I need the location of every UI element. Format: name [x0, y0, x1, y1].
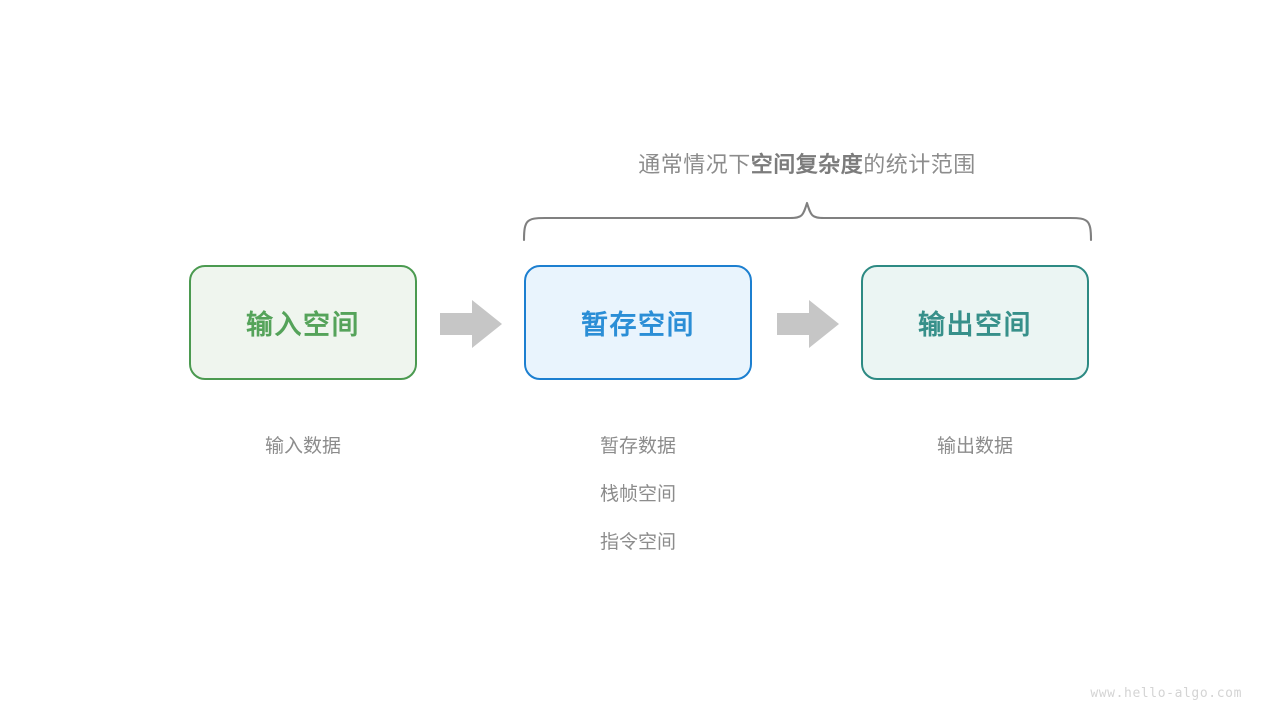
- arrow-right-icon: [777, 300, 839, 348]
- watermark: www.hello-algo.com: [1090, 686, 1242, 701]
- caption-line: 输出数据: [936, 436, 1013, 457]
- scope-title-lead: 通常情况下: [638, 152, 751, 177]
- caption-line: 输入数据: [264, 436, 341, 457]
- caption-input: 输入数据: [189, 423, 417, 471]
- scope-title-emphasis: 空间复杂度: [750, 152, 864, 177]
- caption-line: 栈帧空间: [599, 484, 676, 505]
- scope-title-tail: 的统计范围: [863, 152, 976, 177]
- box-temp-space-label: 暂存空间: [581, 310, 695, 340]
- curly-brace-icon: [522, 201, 1093, 242]
- box-output-space[interactable]: 输出空间: [861, 265, 1089, 380]
- box-temp-space[interactable]: 暂存空间: [524, 265, 752, 380]
- box-input-space[interactable]: 输入空间: [189, 265, 417, 380]
- box-output-space-label: 输出空间: [918, 310, 1032, 340]
- arrow-right-icon: [440, 300, 502, 348]
- caption-line: 暂存数据: [599, 436, 676, 457]
- scope-title: 通常情况下空间复杂度的统计范围: [0, 147, 1280, 179]
- caption-line: 指令空间: [599, 532, 676, 553]
- caption-temp: 暂存数据 栈帧空间 指令空间: [524, 423, 752, 567]
- box-input-space-label: 输入空间: [246, 310, 360, 340]
- caption-output: 输出数据: [861, 423, 1089, 471]
